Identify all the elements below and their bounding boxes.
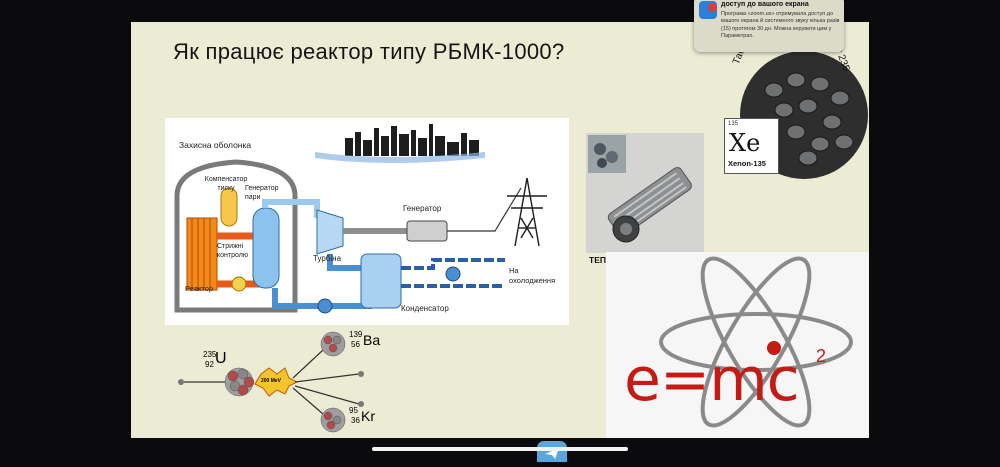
power-pylon-icon <box>507 177 547 247</box>
barium-nucleus <box>320 331 346 357</box>
notification-badge-icon <box>708 3 717 12</box>
label-condenser: Конденсатор <box>401 304 449 313</box>
city-skyline-icon <box>345 124 479 156</box>
fuel-assembly-image <box>586 133 704 253</box>
condenser <box>360 253 402 309</box>
emc2-image: e=mc 2 <box>606 252 869 438</box>
krypton-nucleus <box>320 407 346 433</box>
turbine <box>316 209 344 255</box>
label-cooling: На охолодження <box>509 266 556 285</box>
notification-body: Програма «zoom.us» отримувала доступ до … <box>721 11 840 40</box>
xenon-name: Xenon-135 <box>728 159 766 168</box>
paper-plane-icon <box>545 448 559 459</box>
fission-svg <box>178 331 364 433</box>
notification-title: доступ до вашого екрана <box>721 1 809 8</box>
xenon-symbol: Xe <box>729 129 761 157</box>
xenon-card: 135 Xe Xenon-135 <box>724 118 779 174</box>
reactor-diagram: Захисна оболонка Компенсатор тиску Генер… <box>165 118 569 325</box>
label-steam-generator: Генератор пари <box>245 185 279 201</box>
kr-number: 36 <box>351 416 360 425</box>
ba-symbol: Ba <box>363 332 381 348</box>
fuel-rod-bundle-icon <box>586 133 704 253</box>
label-reactor: Реактор <box>185 284 214 293</box>
telegram-icon[interactable] <box>537 441 567 462</box>
fission-diagram: 235 92 U 200 MeV 139 56 Ba 95 36 Kr <box>173 328 403 438</box>
label-generator: Генератор <box>403 204 442 213</box>
containment-shell <box>174 159 298 313</box>
label-compensator: Компенсатор тиску <box>204 176 248 192</box>
kr-mass: 95 <box>349 406 358 415</box>
u-symbol: U <box>215 350 227 367</box>
emc2-formula: e=mc <box>624 345 800 415</box>
energy-burst <box>254 367 299 397</box>
kr-symbol: Kr <box>361 408 375 424</box>
label-shell: Захисна оболонка <box>179 140 252 150</box>
uranium-nucleus <box>224 367 255 397</box>
atom-icon <box>659 256 853 428</box>
steam-generator <box>252 207 280 289</box>
label-turbine: Турбіна <box>313 254 342 263</box>
slide-title: Як працює реактор типу РБМК-1000? <box>173 39 565 64</box>
label-control-rods: Стрижні контролю <box>217 243 249 259</box>
reactor-diagram-svg <box>174 124 547 314</box>
u-number: 92 <box>205 360 214 369</box>
u-mass: 235 <box>203 350 217 359</box>
xenon-mass: 135 <box>728 121 739 127</box>
ba-mass: 139 <box>349 330 363 339</box>
emc2-power: 2 <box>816 346 827 366</box>
pressurizer <box>220 187 238 227</box>
home-indicator[interactable] <box>372 447 628 451</box>
screen-access-notification[interactable]: доступ до вашого екрана Програма «zoom.u… <box>694 0 844 52</box>
ba-number: 56 <box>351 340 360 349</box>
presentation-slide: Як працює реактор типу РБМК-1000? <box>131 22 869 438</box>
energy-label: 200 MeV <box>261 378 282 384</box>
generator <box>406 220 448 242</box>
